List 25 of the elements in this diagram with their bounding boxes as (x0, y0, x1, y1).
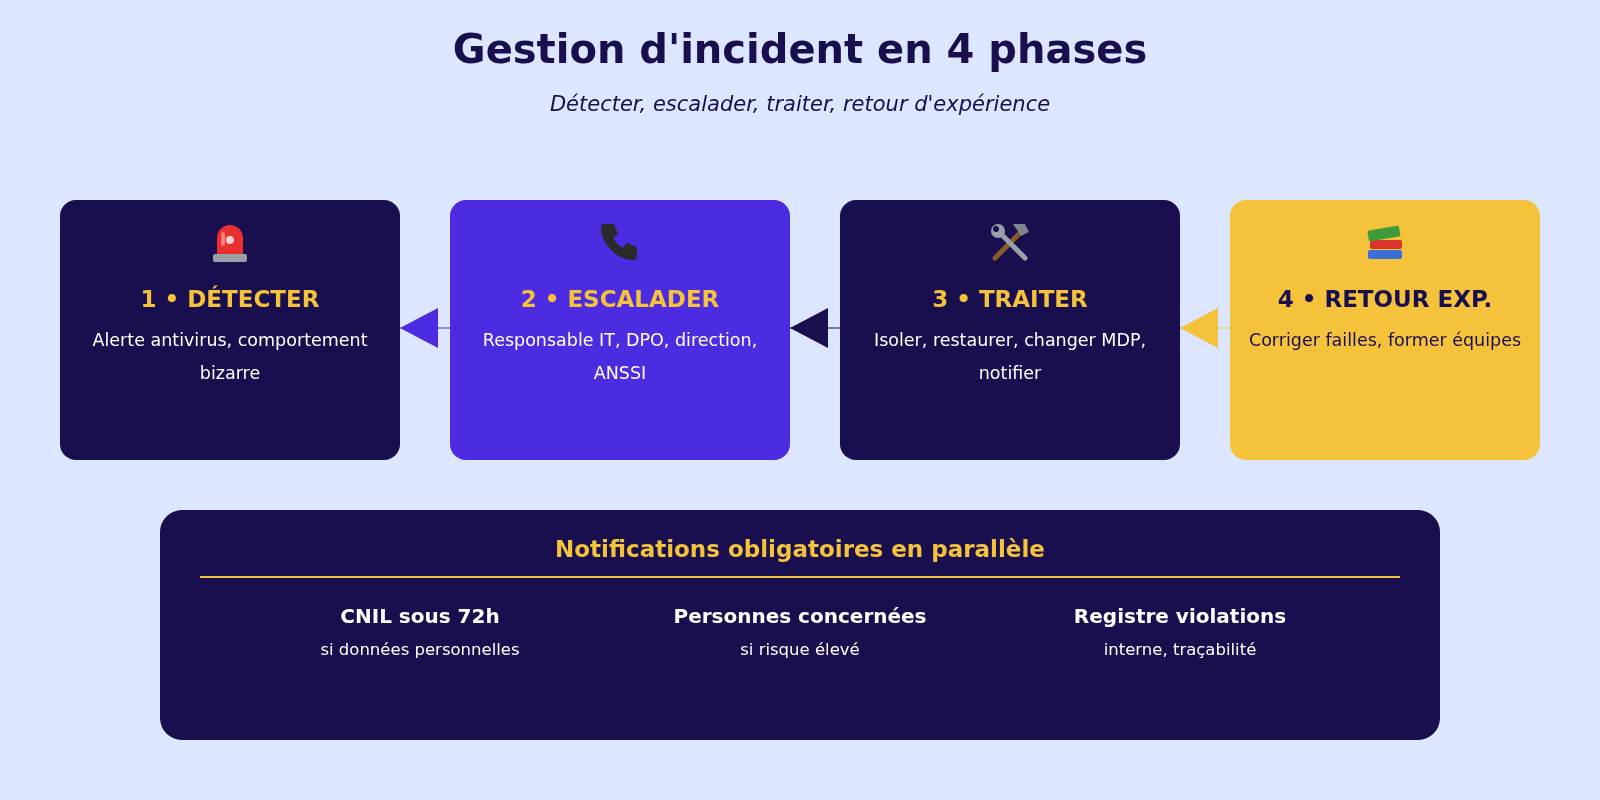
diagram-title: Gestion d'incident en 4 phases (451, 26, 1149, 72)
notification-title: Personnes concernées (673, 604, 927, 628)
arrow (399, 308, 451, 348)
phase-heading: 3 • TRAITER (932, 286, 1088, 312)
panel-heading: Notifications obligatoires en parallèle (554, 536, 1046, 564)
phase-description: Isoler, restaurer, changer MDP, notifier (872, 329, 1148, 386)
phase-heading: 2 • ESCALADER (520, 286, 720, 312)
notification-detail: si données personnelles (320, 640, 520, 659)
notification-detail: interne, traçabilité (1103, 640, 1257, 659)
phase-description: Responsable IT, DPO, direction, ANSSI (481, 329, 759, 386)
phase-card (840, 200, 1180, 460)
notification-title: Registre violations (1073, 604, 1287, 628)
arrow (789, 308, 841, 348)
phase-card (1230, 200, 1540, 460)
phase-heading: 1 • DÉTECTER (140, 286, 320, 312)
notification-panel (160, 510, 1440, 740)
phase-description: Corriger failles, former équipes (1248, 329, 1522, 352)
arrow (1179, 308, 1231, 348)
phase-description: Alerte antivirus, comportement bizarre (91, 329, 369, 386)
diagram-subtitle: Détecter, escalader, traiter, retour d'expérience (548, 92, 1052, 116)
phase-card (450, 200, 790, 460)
phase-heading: 4 • RETOUR EXP. (1277, 286, 1493, 312)
notification-detail: si risque élevé (740, 640, 860, 659)
phase-card (60, 200, 400, 460)
notification-title: CNIL sous 72h (340, 604, 500, 628)
